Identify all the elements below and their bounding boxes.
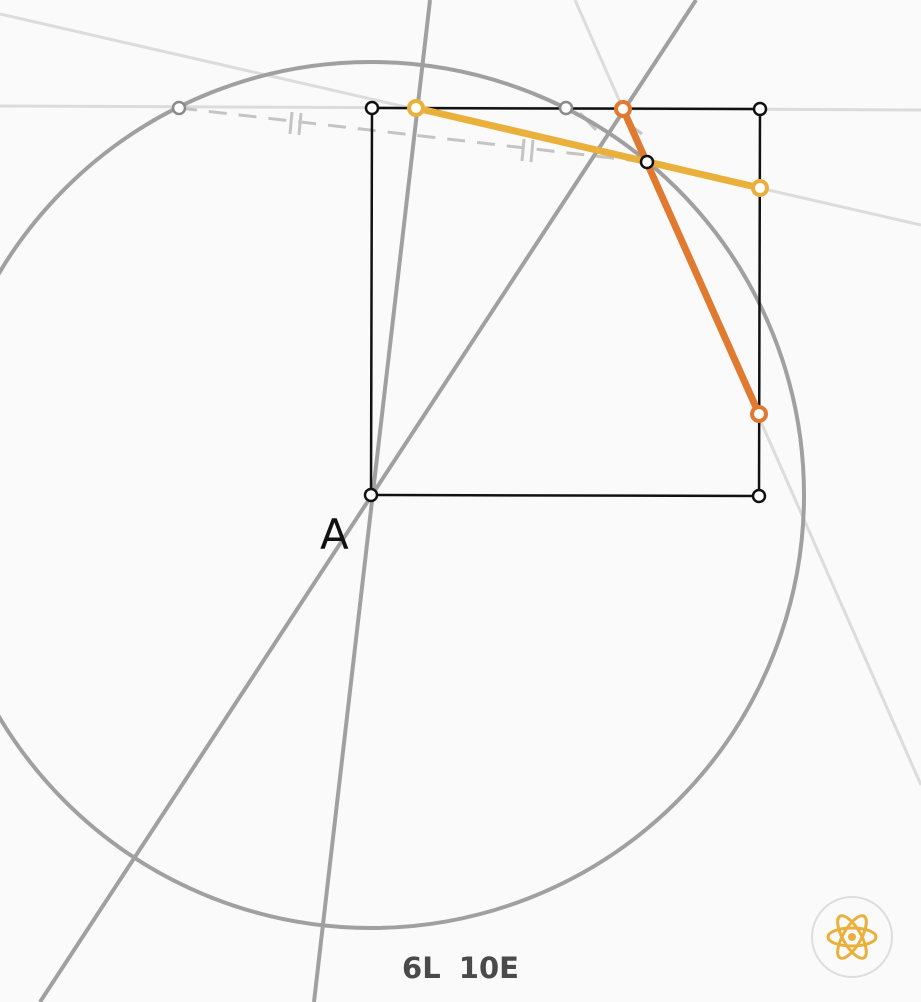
atom-icon (826, 914, 878, 960)
gray-point[interactable] (171, 100, 187, 116)
square-vertex-point[interactable] (751, 488, 767, 504)
intersection-point[interactable] (639, 154, 655, 170)
square-vertex-point[interactable] (364, 100, 380, 116)
dashed-segment (178, 106, 648, 164)
square-vertex-point[interactable] (752, 101, 768, 117)
square-outline[interactable] (369, 106, 762, 498)
yellow-endpoint[interactable] (751, 179, 769, 197)
construction-circle[interactable] (0, 60, 806, 930)
orange-endpoint[interactable] (750, 405, 768, 423)
gray-point[interactable] (558, 100, 574, 116)
point-a-label: A (320, 510, 349, 559)
hint-button[interactable] (811, 896, 893, 978)
orange-endpoint[interactable] (614, 100, 632, 118)
yellow-endpoint[interactable] (407, 99, 425, 117)
move-counter: 6L 10E (402, 951, 519, 985)
point-a[interactable] (363, 487, 379, 503)
yellow-segment[interactable] (412, 104, 764, 192)
orange-segment[interactable] (619, 105, 763, 418)
